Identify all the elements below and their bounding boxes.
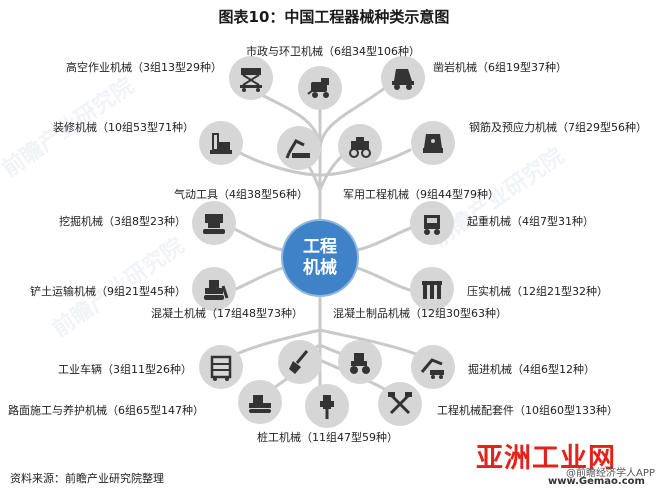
tools-icon	[378, 382, 422, 426]
center-node: 工程 机械	[283, 221, 357, 295]
excavator-icon	[192, 201, 236, 245]
node-label-municipal: 市政与环卫机械（6组34型106种）	[246, 45, 420, 58]
watermark-brand: 亚洲工业网	[476, 443, 616, 474]
source-note: 资料来源：前瞻产业研究院整理	[10, 472, 164, 485]
watermark-url: www.Gemao.com	[548, 476, 645, 487]
node-label-industrial-vehicles: 工业车辆（3组11型26种）	[58, 363, 192, 376]
pneumatic-tool-icon	[277, 126, 321, 170]
rock-drill-loader-icon	[381, 56, 425, 100]
center-line-2: 机械	[303, 258, 337, 278]
node-label-tunneling: 掘进机械（4组6型12种）	[468, 363, 595, 376]
pile-driver-icon	[305, 384, 349, 428]
decoration-machine-icon	[199, 121, 243, 165]
watermark-app: @前瞻经济学人APP	[566, 468, 655, 479]
crane-truck-icon	[410, 201, 454, 245]
node-label-high-altitude: 高空作业机械（3组13型29种）	[66, 61, 222, 74]
node-label-military: 军用工程机械（9组44型79种）	[343, 188, 499, 201]
node-label-concrete: 混凝土机械（17组48型73种）	[151, 307, 303, 320]
node-label-accessories: 工程机械配套件（10组60型133种）	[437, 404, 618, 417]
street-sweeper-icon	[298, 66, 342, 110]
node-label-excavating: 挖掘机械（3组8型23种）	[59, 215, 186, 228]
node-label-rebar: 钢筋及预应力机械（7组29型56种）	[469, 121, 647, 134]
node-label-piling: 桩工机械（11组47型59种）	[257, 431, 398, 444]
node-label-pneumatic: 气动工具（4组38型56种）	[174, 188, 308, 201]
aerial-lift-icon	[229, 56, 273, 100]
bulldozer-icon	[192, 267, 236, 311]
node-label-road-construction: 路面施工与养护机械（6组65型147种）	[8, 404, 204, 417]
node-label-lifting: 起重机械（4组7型31种）	[467, 215, 594, 228]
tunneling-machine-icon	[411, 345, 455, 389]
node-label-decoration: 装修机械（10组53型71种）	[53, 121, 194, 134]
node-label-rock-drilling: 凿岩机械（6组19型37种）	[433, 61, 567, 74]
compactor-icon	[410, 267, 454, 311]
node-label-earthmoving: 铲土运输机械（9组21型45种）	[30, 285, 186, 298]
shovel-icon	[278, 340, 322, 384]
forklift-icon	[199, 345, 243, 389]
node-label-compaction: 压实机械（12组21型32种）	[467, 285, 608, 298]
road-roller-icon	[338, 340, 382, 384]
rebar-machine-icon	[411, 121, 455, 165]
center-line-1: 工程	[303, 237, 337, 257]
paver-icon	[238, 380, 282, 424]
military-vehicle-icon	[338, 124, 382, 168]
node-label-concrete-products: 混凝土制品机械（12组30型63种）	[333, 307, 507, 320]
page-title: 图表10：中国工程器械种类示意图	[218, 8, 450, 26]
